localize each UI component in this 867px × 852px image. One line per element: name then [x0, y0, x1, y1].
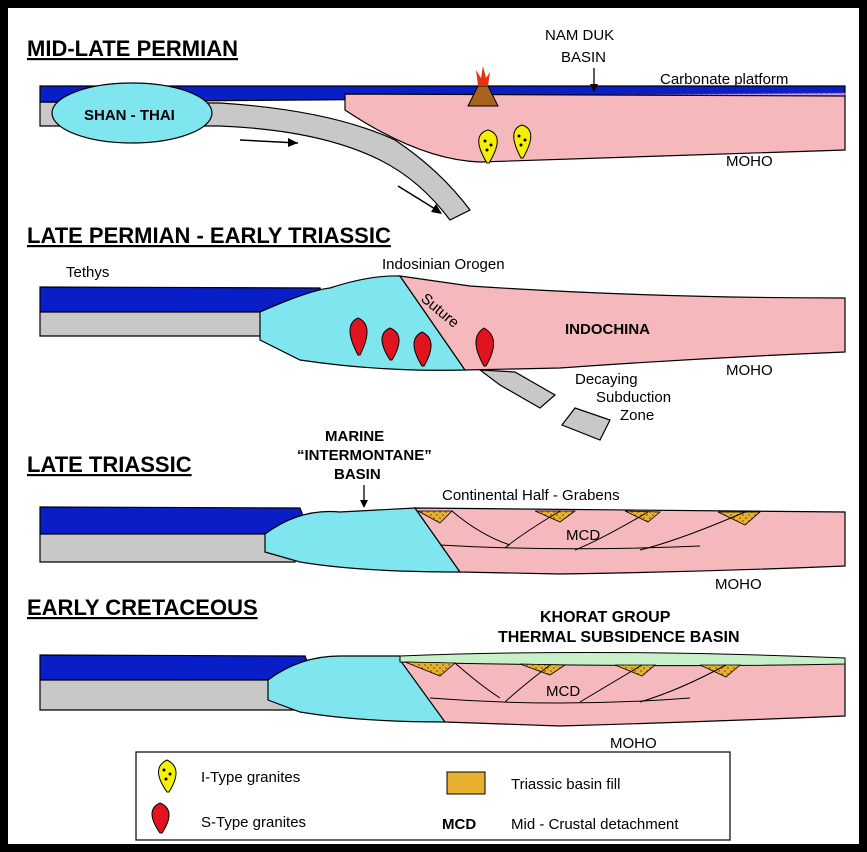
legend-basin-fill-swatch [447, 772, 485, 794]
subduction-label: Subduction [596, 389, 671, 406]
thermal-label: THERMAL SUBSIDENCE BASIN [498, 629, 740, 646]
basin-label: BASIN [334, 466, 381, 483]
moho-label: MOHO [715, 576, 762, 593]
intermontane-label: “INTERMONTANE” [297, 447, 432, 464]
indochina-label: INDOCHINA [565, 321, 650, 338]
legend: I-Type granites S-Type granites Triassic… [136, 752, 730, 840]
ocean-layer [40, 507, 310, 534]
legend-triassic-fill-label: Triassic basin fill [511, 776, 620, 793]
stage-title: LATE PERMIAN - EARLY TRIASSIC [27, 223, 391, 248]
stage-late-permian-early-triassic: LATE PERMIAN - EARLY TRIASSIC Tethys Ind… [27, 223, 845, 440]
indochina-crust [415, 508, 845, 574]
decaying-slab [480, 370, 555, 408]
eruption-icon [476, 66, 490, 86]
tethys-label: Tethys [66, 264, 109, 281]
indochina-crust [345, 94, 845, 162]
moho-label: MOHO [726, 153, 773, 170]
stage-early-cretaceous: EARLY CRETACEOUS KHORAT GROUP THERMAL SU… [27, 595, 845, 752]
oceanic-crust [40, 534, 295, 562]
khorat-label: KHORAT GROUP [540, 609, 671, 626]
moho-label: MOHO [610, 735, 657, 752]
nam-duk-label: NAM DUK [545, 27, 614, 44]
legend-mcd-abbr: MCD [442, 816, 476, 833]
legend-s-type-label: S-Type granites [201, 814, 306, 831]
mcd-label: MCD [546, 683, 580, 700]
orogen-label: Indosinian Orogen [382, 256, 505, 273]
half-grabens-label: Continental Half - Grabens [442, 487, 620, 504]
stage-late-triassic: LATE TRIASSIC MARINE “INTERMONTANE” BASI… [27, 428, 845, 593]
stage-title: MID-LATE PERMIAN [27, 36, 238, 61]
plate-motion-arrow [240, 138, 298, 147]
decaying-slab-fragment [562, 408, 610, 440]
thermal-subsidence-basin [400, 652, 845, 665]
stage-mid-late-permian: MID-LATE PERMIAN SHAN - THAI [27, 27, 845, 220]
legend-mcd-desc: Mid - Crustal detachment [511, 816, 679, 833]
mcd-label: MCD [566, 527, 600, 544]
zone-label: Zone [620, 407, 654, 424]
basin-label: BASIN [561, 49, 606, 66]
moho-label: MOHO [726, 362, 773, 379]
carbonate-platform-label: Carbonate platform [660, 71, 788, 88]
indochina-crust [400, 660, 845, 726]
oceanic-crust [40, 680, 295, 710]
stage-title: LATE TRIASSIC [27, 452, 192, 477]
marine-label: MARINE [325, 428, 384, 445]
decaying-label: Decaying [575, 371, 638, 388]
stage-title: EARLY CRETACEOUS [27, 595, 258, 620]
shan-thai-label: SHAN - THAI [84, 107, 175, 124]
basin-pointer-arrow [360, 485, 368, 508]
legend-i-type-label: I-Type granites [201, 769, 300, 786]
